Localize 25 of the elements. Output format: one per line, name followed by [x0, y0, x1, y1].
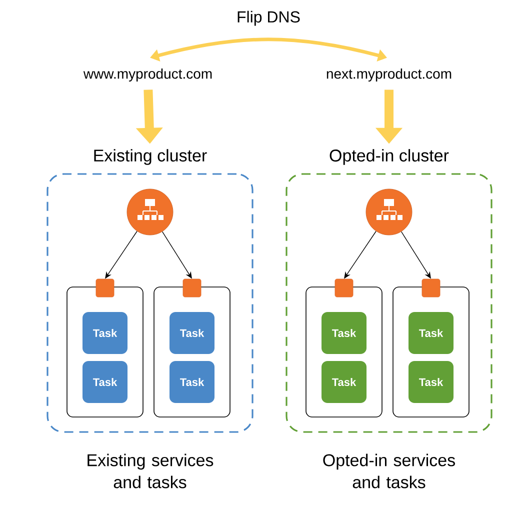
- edge-label: Flip DNS: [234, 8, 302, 28]
- cluster-heading: Opted-in cluster: [330, 149, 449, 165]
- task-box: Task: [408, 361, 454, 403]
- port-square: [96, 278, 114, 298]
- service-box: [66, 286, 144, 418]
- service-box: [306, 286, 382, 418]
- task-box: Task: [322, 312, 366, 354]
- port-square: [182, 278, 202, 298]
- task-box: Task: [82, 361, 128, 403]
- task-box: Task: [408, 312, 454, 354]
- cluster-heading: Existing cluster: [94, 149, 207, 165]
- port-square: [422, 278, 440, 298]
- domain-name: www.myproduct.com: [83, 68, 212, 82]
- domain-name: next.myproduct.com: [326, 68, 452, 82]
- load-balancer-icon: [366, 188, 412, 236]
- task-box: Task: [170, 361, 214, 403]
- port-square: [334, 278, 354, 298]
- task-box: Task: [322, 361, 366, 403]
- task-box: Task: [82, 312, 128, 354]
- task-box: Task: [170, 312, 214, 354]
- load-balancer-icon: [126, 188, 174, 236]
- cluster-caption: Opted-in services and tasks: [323, 454, 455, 488]
- cluster-caption: Existing services and tasks: [88, 454, 214, 488]
- service-box: [154, 286, 230, 418]
- service-box: [392, 286, 470, 418]
